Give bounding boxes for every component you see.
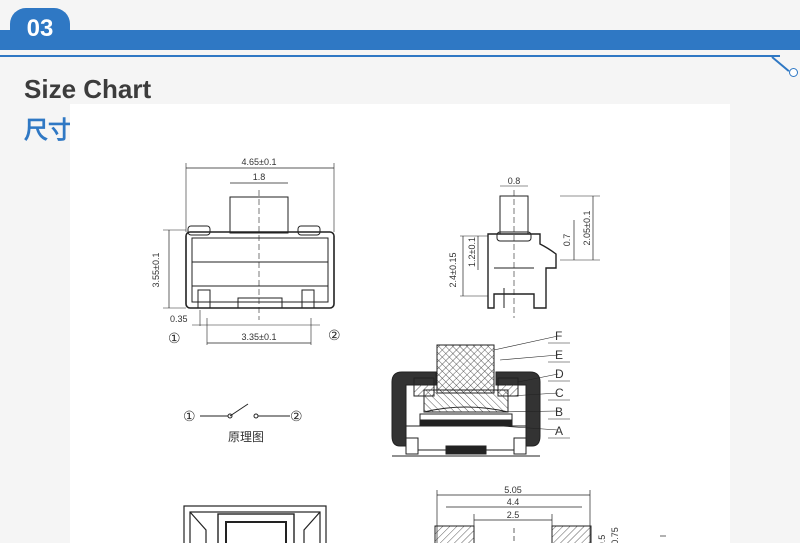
- header-dot: [789, 68, 798, 77]
- schematic-pin1: ①: [183, 408, 196, 424]
- fp-dim-5: 0.75: [610, 527, 620, 543]
- switch-schematic: [200, 403, 290, 419]
- header-bar: [0, 30, 800, 50]
- drawing-panel: [70, 104, 730, 543]
- dim-height: 3.55±0.1: [151, 253, 161, 288]
- title-english: Size Chart: [24, 74, 152, 104]
- fp-dim-2: 4.4: [507, 497, 520, 507]
- dim-h4: 1.2±0.1: [467, 237, 477, 267]
- dim-width-top: 1.8: [253, 172, 266, 182]
- section-label-d: D: [555, 367, 564, 381]
- pin1-label: ①: [168, 330, 181, 346]
- pin2-label: ②: [328, 327, 341, 343]
- dim-foot: 0.35: [170, 314, 188, 324]
- header-rule: [0, 55, 780, 57]
- section-number: 03: [10, 8, 70, 50]
- schematic-pin2: ②: [290, 408, 303, 424]
- section-label-b: B: [555, 405, 563, 419]
- section-view: [391, 335, 570, 457]
- dim-top-width: 0.8: [508, 176, 521, 186]
- schematic-caption: 原理图: [228, 430, 264, 444]
- footprint-view: [434, 490, 666, 543]
- bottom-view-partial: [183, 505, 327, 543]
- section-label-f: F: [555, 329, 562, 343]
- side-view: [460, 185, 600, 318]
- dim-width-total: 4.65±0.1: [242, 157, 277, 167]
- fp-dim-4: 0.5: [597, 535, 607, 543]
- section-label-c: C: [555, 386, 564, 400]
- section-label-a: A: [555, 424, 563, 438]
- dim-base: 3.35±0.1: [242, 332, 277, 342]
- front-view: [163, 163, 335, 345]
- fp-dim-1: 5.05: [504, 485, 522, 495]
- dim-h2: 0.7: [562, 234, 572, 247]
- dim-h3: 2.4±0.15: [448, 253, 458, 288]
- section-label-e: E: [555, 348, 563, 362]
- fp-dim-3: 2.5: [507, 510, 520, 520]
- dim-h1: 2.05±0.1: [582, 211, 592, 246]
